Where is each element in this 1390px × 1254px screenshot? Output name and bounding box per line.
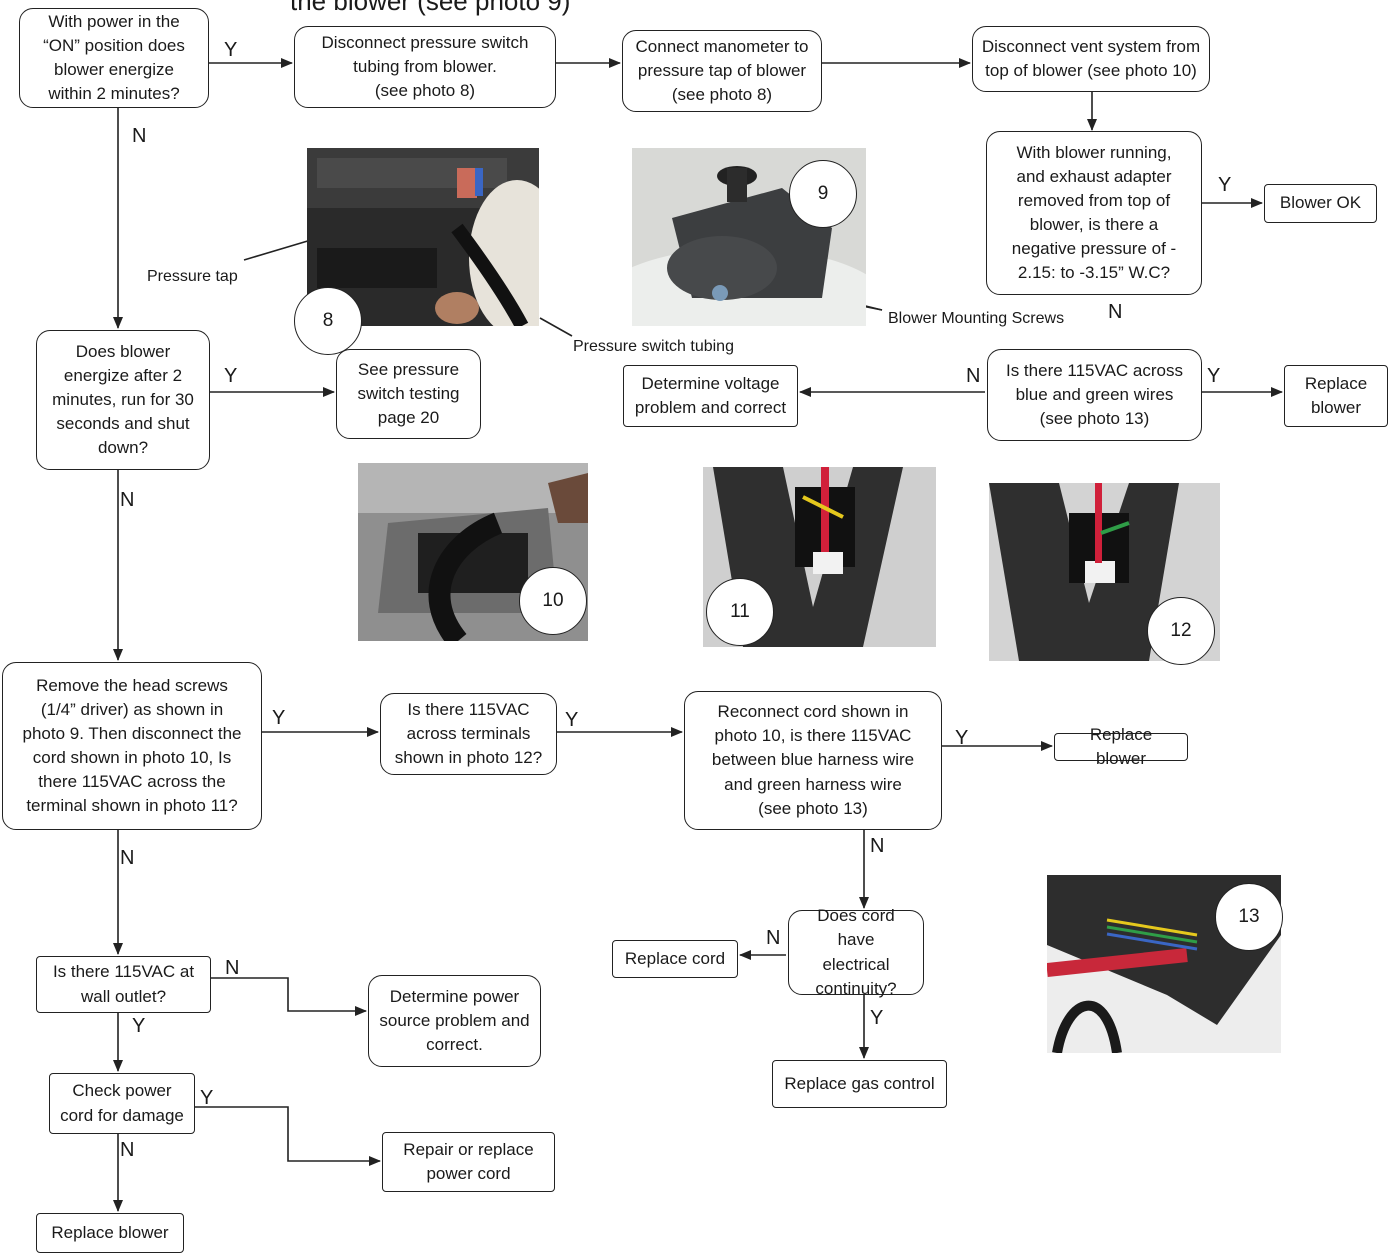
disconnect-pressure-switch-tubing-box: Disconnect pressure switch tubing from b…	[294, 26, 556, 108]
photo-8-number: 8	[294, 287, 362, 355]
replace-blower-box-top: Replace blower	[1284, 365, 1388, 427]
reconnect-cord-question: Reconnect cord shown in photo 10, is the…	[684, 691, 942, 830]
replace-blower-box-bottom: Replace blower	[36, 1213, 184, 1253]
start-blower-energize-question: With power in the “ON” position does blo…	[19, 8, 209, 108]
remove-head-screws-question: Remove the head screws (1/4” driver) as …	[2, 662, 262, 830]
repair-or-replace-power-cord-box: Repair or replace power cord	[382, 1132, 555, 1192]
photo-9	[632, 148, 866, 326]
115vac-blue-green-question: Is there 115VAC across blue and green wi…	[987, 349, 1202, 441]
blower-cord-photo	[358, 463, 588, 641]
no-label: N	[132, 125, 147, 147]
cord-continuity-question: Does cord have electrical continuity?	[788, 906, 924, 998]
check-power-cord-box: Check power cord for damage	[49, 1073, 195, 1134]
no-label: N	[120, 847, 135, 869]
disconnect-vent-system-box: Disconnect vent system from top of blowe…	[972, 26, 1210, 92]
yes-label: Y	[870, 1007, 884, 1029]
page-title: the blower (see photo 9)	[290, 0, 571, 16]
yes-label: Y	[200, 1087, 214, 1109]
caption-pressure-tap: Pressure tap	[147, 268, 238, 285]
photo-8	[307, 148, 539, 326]
no-label: N	[966, 365, 981, 387]
photo-10-number: 10	[519, 567, 587, 635]
yes-label: Y	[1218, 174, 1232, 196]
blower-assembly-photo	[632, 148, 866, 326]
no-label: N	[120, 489, 135, 511]
yes-label: Y	[224, 39, 238, 61]
photo-12-number: 12	[1147, 597, 1215, 665]
photo-12	[989, 483, 1220, 661]
determine-voltage-problem-box: Determine voltage problem and correct	[623, 365, 798, 427]
no-label: N	[120, 1139, 135, 1161]
photo-9-number: 9	[789, 160, 857, 228]
blower-pressure-tap-photo	[307, 148, 539, 326]
yes-label: Y	[224, 365, 238, 387]
terminal-photo-12	[989, 483, 1220, 661]
photo-10	[358, 463, 588, 641]
no-label: N	[1108, 301, 1123, 323]
connect-manometer-box: Connect manometer to pressure tap of blo…	[622, 30, 822, 112]
yes-label: Y	[272, 707, 286, 729]
photo-11-number: 11	[706, 578, 774, 646]
yes-label: Y	[132, 1015, 146, 1037]
replace-gas-control-box: Replace gas control	[772, 1060, 947, 1108]
blower-energize-after-2-minutes-question: Does blower energize after 2 minutes, ru…	[36, 330, 210, 470]
determine-power-source-problem-box: Determine power source problem and corre…	[368, 975, 541, 1067]
115vac-wall-outlet-question: Is there 115VAC at wall outlet?	[36, 956, 211, 1013]
photo-13-number: 13	[1215, 883, 1283, 951]
blower-ok-box: Blower OK	[1264, 184, 1377, 223]
replace-blower-box-mid: Replace blower	[1054, 725, 1188, 768]
115vac-terminals-photo-12-question: Is there 115VAC across terminals shown i…	[380, 693, 557, 775]
no-label: N	[870, 835, 885, 857]
yes-label: Y	[955, 727, 969, 749]
yes-label: Y	[1207, 365, 1221, 387]
replace-cord-box: Replace cord	[612, 940, 738, 978]
negative-pressure-question: With blower running, and exhaust adapter…	[986, 131, 1202, 295]
no-label: N	[766, 927, 781, 949]
caption-pressure-switch-tubing: Pressure switch tubing	[573, 338, 734, 355]
no-label: N	[225, 957, 240, 979]
yes-label: Y	[565, 709, 579, 731]
caption-blower-mounting-screws: Blower Mounting Screws	[888, 310, 1065, 327]
see-pressure-switch-testing-box: See pressure switch testing page 20	[336, 349, 481, 439]
